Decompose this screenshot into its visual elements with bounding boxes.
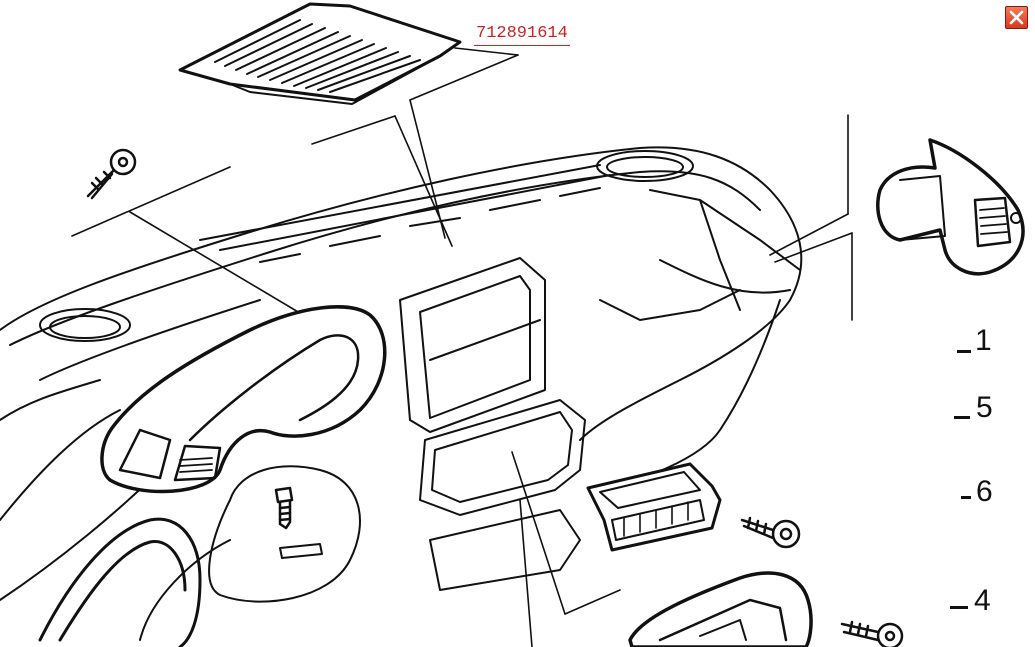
small-vent-part	[586, 462, 722, 552]
part-number-link[interactable]: 712891614	[474, 24, 570, 46]
reference-number-1[interactable]: 1	[975, 324, 992, 357]
reference-number-6[interactable]: 6	[976, 475, 993, 508]
lower-knee-panel	[208, 465, 361, 603]
reference-dash	[950, 606, 968, 609]
screw-part-top-left	[86, 148, 137, 200]
reference-number-4[interactable]: 4	[974, 584, 991, 617]
leader-lines	[71, 47, 853, 647]
close-icon	[1009, 10, 1024, 25]
bezel-part	[628, 571, 813, 647]
instrument-cluster-part	[100, 305, 387, 494]
close-button[interactable]	[1005, 6, 1028, 29]
screw-part-bottom-right	[840, 620, 904, 647]
dashboard-body	[0, 146, 803, 641]
reference-dash	[957, 350, 971, 353]
reference-number-5[interactable]: 5	[976, 391, 993, 424]
top-grille-part	[178, 2, 462, 105]
reference-dash	[961, 496, 971, 499]
glovebox-lid-part	[38, 517, 202, 647]
screw-part-right	[740, 516, 801, 549]
right-side-vent-part	[876, 138, 1025, 276]
screw-part-middle	[274, 486, 294, 530]
centre-console-frame	[399, 257, 586, 591]
reference-dash	[954, 416, 970, 419]
